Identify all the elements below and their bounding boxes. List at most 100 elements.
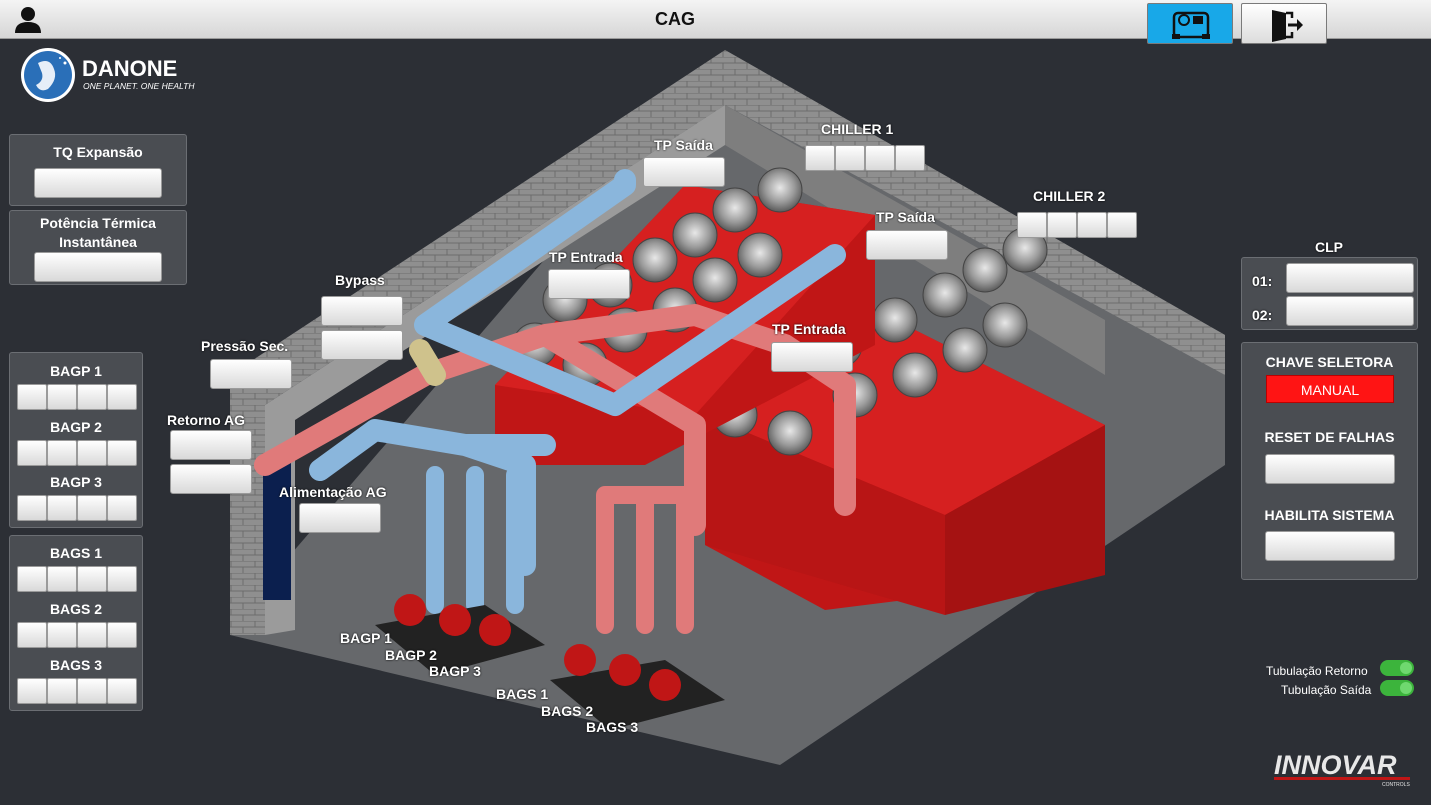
tp-entrada-1-label: TP Entrada xyxy=(549,249,623,265)
legend-retorno-toggle[interactable] xyxy=(1380,660,1414,676)
tp-saida-1-label: TP Saída xyxy=(654,137,713,153)
chiller-2-label: CHILLER 2 xyxy=(1033,188,1106,204)
chiller-1-label: CHILLER 1 xyxy=(821,121,894,137)
bags3-label: BAGS 3 xyxy=(49,657,103,673)
retorno-ag-field-2 xyxy=(170,464,252,494)
bags2-status-1[interactable] xyxy=(17,622,47,648)
tq-expansao-panel: TQ Expansão xyxy=(9,134,187,206)
chiller-1-status-4[interactable] xyxy=(895,145,925,171)
bags1-status-3[interactable] xyxy=(77,566,107,592)
bags1-status-2[interactable] xyxy=(47,566,77,592)
bagp2-label: BAGP 2 xyxy=(50,419,102,435)
tp-saida-2-label: TP Saída xyxy=(876,209,935,225)
reset-falhas-label: RESET DE FALHAS xyxy=(1264,429,1395,445)
bagp1-status-2[interactable] xyxy=(47,384,77,410)
potencia-label-2: Instantânea xyxy=(59,234,137,250)
reset-falhas-button[interactable] xyxy=(1265,454,1395,484)
scene-bags3-label: BAGS 3 xyxy=(586,719,639,735)
bypass-field-1 xyxy=(321,296,403,326)
bags1-status-1[interactable] xyxy=(17,566,47,592)
bags2-label: BAGS 2 xyxy=(49,601,103,617)
clp-label: CLP xyxy=(1315,239,1343,255)
chave-seletora-button[interactable]: MANUAL xyxy=(1266,375,1394,403)
tp-saida-2-field xyxy=(866,230,948,260)
chave-seletora-label: CHAVE SELETORA xyxy=(1265,354,1394,370)
bagp1-label: BAGP 1 xyxy=(50,363,102,379)
bagp1-status-1[interactable] xyxy=(17,384,47,410)
habilita-sistema-label: HABILITA SISTEMA xyxy=(1264,507,1395,523)
chiller-view-button[interactable] xyxy=(1147,3,1233,44)
logo-tagline: ONE PLANET. ONE HEALTH xyxy=(83,81,195,91)
bagp1-status-4[interactable] xyxy=(107,384,137,410)
pressao-sec-label: Pressão Sec. xyxy=(201,338,289,354)
retorno-ag-field-1 xyxy=(170,430,252,460)
tp-entrada-2-label: TP Entrada xyxy=(772,321,846,337)
pressao-sec-field xyxy=(210,359,292,389)
tq-expansao-field xyxy=(34,168,162,198)
logo-brand: DANONE xyxy=(82,56,177,81)
bagp-pumps xyxy=(375,594,545,675)
bags-panel: BAGS 1 BAGS 2 BAGS 3 xyxy=(9,535,143,711)
chiller-1-status-1[interactable] xyxy=(805,145,835,171)
bags3-status-2[interactable] xyxy=(47,678,77,704)
bags3-status-3[interactable] xyxy=(77,678,107,704)
innovar-sub: CONTROLS xyxy=(1382,782,1410,788)
bagp3-status-1[interactable] xyxy=(17,495,47,521)
alimentacao-ag-label: Alimentação AG xyxy=(279,484,387,500)
chiller-2-status-2[interactable] xyxy=(1047,212,1077,238)
page-title: CAG xyxy=(655,9,695,29)
bagp1-status-3[interactable] xyxy=(77,384,107,410)
plant-scene xyxy=(230,50,1225,765)
supply-pipe xyxy=(309,169,846,576)
clp-01-field xyxy=(1286,263,1414,293)
innovar-logo: INNOVAR CONTROLS xyxy=(1274,750,1410,788)
bagp2-status-4[interactable] xyxy=(107,440,137,466)
chiller-1-status-3[interactable] xyxy=(865,145,895,171)
bags2-status-2[interactable] xyxy=(47,622,77,648)
bagp2-status-2[interactable] xyxy=(47,440,77,466)
potencia-field xyxy=(34,252,162,282)
user-icon[interactable] xyxy=(14,5,42,33)
bags3-status-4[interactable] xyxy=(107,678,137,704)
tp-entrada-2-field xyxy=(771,342,853,372)
exit-door-icon xyxy=(1272,10,1303,42)
potencia-panel: Potência Térmica Instantânea xyxy=(9,210,187,285)
alimentacao-ag-field xyxy=(299,503,381,533)
innovar-brand: INNOVAR xyxy=(1274,750,1397,780)
clp-01-label: 01: xyxy=(1252,273,1273,289)
clp-panel: 01: 02: xyxy=(1241,257,1418,330)
chiller-1-status-2[interactable] xyxy=(835,145,865,171)
clp-02-label: 02: xyxy=(1252,307,1273,323)
bags2-status-4[interactable] xyxy=(107,622,137,648)
bags2-status-3[interactable] xyxy=(77,622,107,648)
scene-bagp3-label: BAGP 3 xyxy=(429,663,481,679)
chiller-2-status-3[interactable] xyxy=(1077,212,1107,238)
legend-saida-label: Tubulação Saída xyxy=(1281,683,1372,697)
bypass-label: Bypass xyxy=(335,272,385,288)
legend-saida-toggle[interactable] xyxy=(1380,680,1414,696)
back-wall-right xyxy=(725,50,1225,375)
bagp3-status-2[interactable] xyxy=(47,495,77,521)
tp-entrada-1-field xyxy=(548,269,630,299)
bags1-label: BAGS 1 xyxy=(49,545,103,561)
chiller-icon xyxy=(1172,11,1210,39)
bags-pumps xyxy=(550,644,725,730)
bagp-panel: BAGP 1 BAGP 2 BAGP 3 xyxy=(9,352,143,528)
clp-02-field xyxy=(1286,296,1414,326)
bypass-field-2 xyxy=(321,330,403,360)
chiller-2-status-1[interactable] xyxy=(1017,212,1047,238)
bagp3-status-4[interactable] xyxy=(107,495,137,521)
retorno-ag-label: Retorno AG xyxy=(167,412,246,428)
tp-saida-1-field xyxy=(643,157,725,187)
legend-retorno-label: Tubulação Retorno xyxy=(1266,664,1368,678)
bagp3-label: BAGP 3 xyxy=(50,474,102,490)
chiller-2-status-4[interactable] xyxy=(1107,212,1137,238)
bagp3-status-3[interactable] xyxy=(77,495,107,521)
bags1-status-4[interactable] xyxy=(107,566,137,592)
bags3-status-1[interactable] xyxy=(17,678,47,704)
bagp2-status-1[interactable] xyxy=(17,440,47,466)
scene-bagp1-label: BAGP 1 xyxy=(340,630,392,646)
habilita-sistema-button[interactable] xyxy=(1265,531,1395,561)
logout-button[interactable] xyxy=(1241,3,1327,44)
bagp2-status-3[interactable] xyxy=(77,440,107,466)
